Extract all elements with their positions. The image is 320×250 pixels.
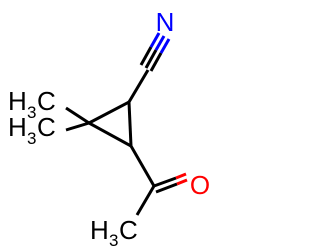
nitrile-triple-bond-n-2 xyxy=(159,38,171,54)
methyl-mid-subscript: 3 xyxy=(27,129,36,148)
methyl-bottom-h: H xyxy=(90,215,109,245)
carbonyl-double-bond-o-1 xyxy=(175,172,187,180)
nitrile-triple-bond-2 xyxy=(149,52,163,72)
nitrile-triple-bond-1 xyxy=(144,49,158,69)
ring-bond-top-left xyxy=(88,100,130,125)
methyl-mid-bond xyxy=(65,121,90,132)
carbonyl-to-methyl-bond xyxy=(135,185,156,216)
methyl-mid-h: H xyxy=(8,112,27,142)
nitrile-triple-bond-3 xyxy=(139,46,153,66)
carbonyl-double-bond-1 xyxy=(153,176,177,188)
nitrogen-atom: N xyxy=(156,7,175,37)
methyl-bottom-c: C xyxy=(119,215,138,245)
methyl-bottom-label: H 3 C xyxy=(90,215,138,250)
structure-canvas: N O H 3 C H 3 C H 3 C xyxy=(8,7,211,250)
ring-bond-top-bottom xyxy=(127,101,133,147)
methyl-top-c: C xyxy=(37,86,56,116)
ring-bond-bottom-left xyxy=(88,121,132,148)
methyl-top-bond xyxy=(65,106,90,125)
nitrile-triple-bond-n-1 xyxy=(154,35,166,51)
carbonyl-double-bond-o-2 xyxy=(176,178,188,186)
ring-to-nitrile-bond xyxy=(127,69,150,103)
methyl-mid-label: H 3 C xyxy=(8,112,56,148)
methyl-top-label: H 3 C xyxy=(8,86,56,122)
methyl-bottom-subscript: 3 xyxy=(109,231,118,250)
ring-to-carbonyl-bond xyxy=(129,145,156,187)
oxygen-atom: O xyxy=(190,170,210,200)
methyl-top-subscript: 3 xyxy=(27,103,36,122)
molecule-structure: N O H 3 C H 3 C H 3 C xyxy=(8,7,210,250)
nitrile-triple-bond-n-3 xyxy=(149,32,161,48)
carbonyl-double-bond-2 xyxy=(155,182,178,194)
methyl-top-h: H xyxy=(8,86,27,116)
methyl-mid-c: C xyxy=(37,112,56,142)
